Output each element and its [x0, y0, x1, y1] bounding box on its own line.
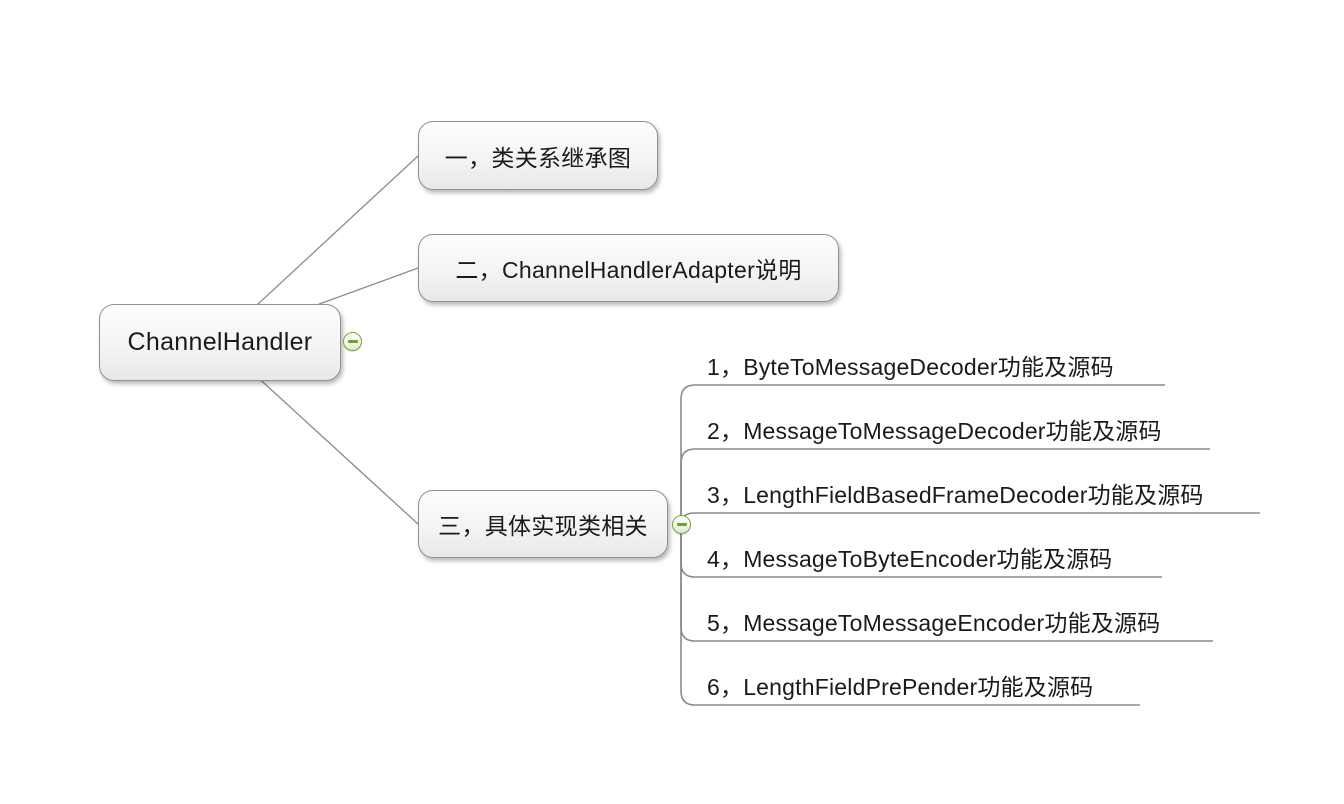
main-topic-3[interactable]: 三，具体实现类相关: [418, 490, 668, 558]
connector-subtopic-1: [680, 384, 1165, 524]
root-collapse-button[interactable]: [343, 332, 362, 351]
subtopic-3[interactable]: 3，LengthFieldBasedFrameDecoder功能及源码: [707, 482, 1204, 508]
topic3-collapse-button[interactable]: [672, 515, 691, 534]
subtopic-5[interactable]: 5，MessageToMessageEncoder功能及源码: [707, 610, 1161, 636]
subtopic-6[interactable]: 6，LengthFieldPrePender功能及源码: [707, 674, 1094, 700]
minus-icon: [676, 523, 687, 526]
main-topic-3-label: 三，具体实现类相关: [438, 513, 648, 539]
main-topic-1-label: 一，类关系继承图: [444, 144, 632, 171]
main-topic-2[interactable]: 二，ChannelHandlerAdapter说明: [418, 234, 839, 302]
connector-subtopic-3: [680, 512, 1260, 525]
subtopic-4[interactable]: 4，MessageToByteEncoder功能及源码: [707, 546, 1113, 572]
main-topic-1[interactable]: 一，类关系继承图: [418, 121, 658, 190]
connector-subtopic-6: [680, 524, 1140, 706]
root-topic-label: ChannelHandler: [127, 328, 313, 356]
root-topic-channelhandler[interactable]: ChannelHandler: [99, 304, 341, 381]
subtopic-1[interactable]: 1，ByteToMessageDecoder功能及源码: [707, 354, 1114, 380]
main-topic-2-label: 二，ChannelHandlerAdapter说明: [455, 257, 802, 283]
minus-icon: [347, 340, 358, 343]
subtopic-2[interactable]: 2，MessageToMessageDecoder功能及源码: [707, 418, 1162, 444]
connector-subtopic-2: [680, 448, 1210, 524]
